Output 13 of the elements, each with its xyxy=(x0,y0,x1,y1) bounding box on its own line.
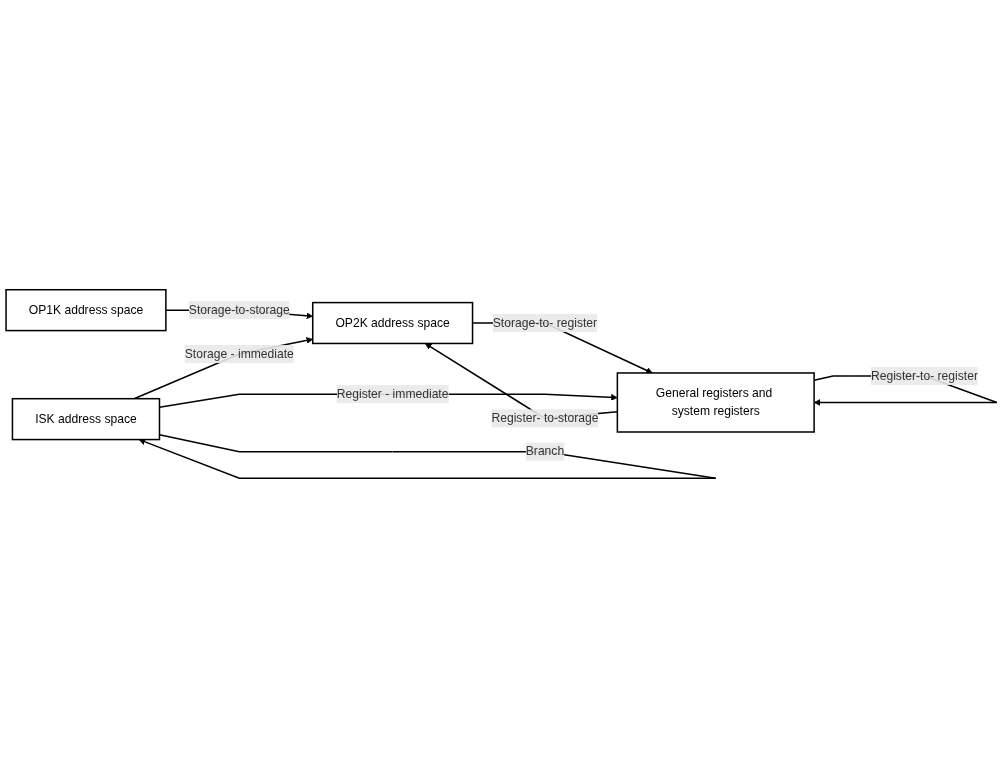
node-box: ISK address space xyxy=(11,397,161,441)
edge-label: Branch xyxy=(525,444,565,458)
edge-label: Register-to- register xyxy=(870,369,978,383)
edge-label: Storage-to-storage xyxy=(188,303,290,317)
edge-label: Register - immediate xyxy=(336,387,449,401)
edge-label: Storage-to- register xyxy=(492,316,598,330)
edge-label: Register- to-storage xyxy=(491,411,599,425)
arrow xyxy=(138,433,717,479)
arrow xyxy=(133,337,313,400)
node-box: OP2K address space xyxy=(311,301,474,345)
node-box: OP1K address space xyxy=(5,288,167,332)
node-box: General registers and system registers xyxy=(616,372,815,433)
edge-label: Storage - immediate xyxy=(184,347,294,361)
